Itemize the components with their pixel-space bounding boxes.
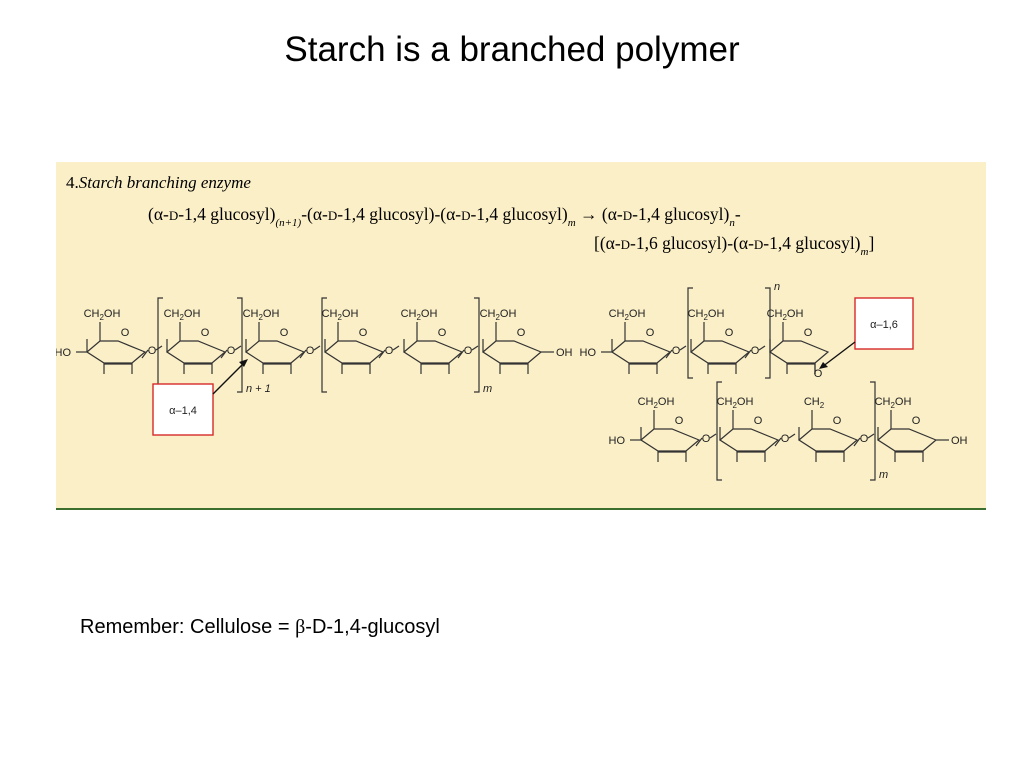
ring-oxygen-label: O — [201, 327, 210, 339]
link-oxygen-label: O — [148, 345, 157, 357]
figure-heading: 4.Starch branching enzyme — [66, 173, 251, 192]
ch2oh-label: CH2OH — [767, 308, 804, 322]
glycosidic-oxygen: O — [378, 345, 400, 359]
ch2-label: CH2 — [804, 396, 825, 410]
left-bracket-close-n1 — [237, 297, 243, 393]
slide-title: Starch is a branched polymer — [284, 30, 740, 69]
ch2oh-label: CH2OH — [609, 308, 646, 322]
lower-bracket-close-m — [870, 381, 876, 481]
branch-oxygen-label: O — [814, 368, 823, 380]
link-oxygen-label: O — [672, 345, 681, 357]
ch2oh-label: CH2OH — [480, 308, 517, 322]
ring-oxygen-label: O — [438, 327, 447, 339]
glycosidic-oxygen: O — [774, 433, 796, 447]
ch2oh-label: CH2OH — [243, 308, 280, 322]
ring-oxygen-label: O — [646, 327, 655, 339]
glycosidic-oxygen: O — [457, 345, 479, 359]
link-oxygen-label: O — [860, 433, 869, 445]
alpha-1-6-arrow — [821, 341, 856, 368]
oh-label: OH — [556, 347, 573, 359]
alpha-1-6-arrowhead-icon — [819, 362, 828, 369]
ch2oh-label: CH2OH — [84, 308, 121, 322]
alpha-1-6-label: α–1,6 — [870, 319, 898, 331]
glycosidic-oxygen: O — [665, 345, 687, 359]
right-bracket-close-n — [765, 287, 771, 379]
ring-oxygen-label: O — [517, 327, 526, 339]
alpha-1-4-arrowhead-icon — [239, 359, 248, 367]
link-oxygen-label: O — [751, 345, 760, 357]
subscript-n-plus-1: n + 1 — [246, 383, 271, 395]
link-oxygen-label: O — [781, 433, 790, 445]
footnote-prefix: Remember: Cellulose = — [80, 616, 296, 638]
ch2oh-label: CH2OH — [322, 308, 359, 322]
subscript-m-left: m — [483, 383, 492, 395]
glycosidic-oxygen: O — [299, 345, 321, 359]
ring-oxygen-label: O — [359, 327, 368, 339]
ch2oh-label: CH2OH — [717, 396, 754, 410]
ring-oxygen-label: O — [912, 415, 921, 427]
lower-bracket-open-m — [716, 381, 722, 481]
ch2oh-label: CH2OH — [164, 308, 201, 322]
ring-oxygen-label: O — [121, 327, 130, 339]
right-bracket-open-n — [687, 287, 693, 379]
glucose-chain-structures: OCH2OHHOOCH2OHOCH2OHOCH2OHOCH2OHOCH2OHOH… — [56, 281, 968, 481]
glycosidic-oxygen: O — [853, 433, 875, 447]
alpha-1-4-label: α–1,4 — [169, 405, 197, 417]
equation-line-1: (α-D-1,4 glucosyl)(n+1)-(α-D-1,4 glucosy… — [148, 204, 741, 229]
glycosidic-oxygen: O — [695, 433, 717, 447]
link-oxygen-label: O — [702, 433, 711, 445]
ring-oxygen-label: O — [754, 415, 763, 427]
ho-label: HO — [56, 347, 71, 359]
footnote-suffix: -D-1,4-glucosyl — [305, 616, 440, 638]
link-oxygen-label: O — [227, 345, 236, 357]
alpha-1-4-arrow — [212, 361, 246, 395]
glycosidic-oxygen: O — [220, 345, 242, 359]
glucose-ring: O CH2 — [797, 396, 859, 462]
link-oxygen-label: O — [464, 345, 473, 357]
alpha-1-4-callout-box — [152, 383, 214, 436]
equation-line-2: [(α-D-1,6 glucosyl)-(α-D-1,4 glucosyl)m] — [594, 233, 874, 258]
left-bracket-open — [157, 297, 163, 393]
ch2oh-label: CH2OH — [638, 396, 675, 410]
left-bracket-close-m — [474, 297, 480, 393]
ring-oxygen-label: O — [725, 327, 734, 339]
glycosidic-oxygen: O — [744, 345, 766, 359]
beta-symbol: β — [295, 616, 306, 638]
subscript-n: n — [774, 281, 780, 293]
ring-oxygen-label: O — [280, 327, 289, 339]
subscript-m-right: m — [879, 469, 888, 481]
glycosidic-oxygen: O — [141, 345, 163, 359]
left-bracket-open-m — [321, 297, 327, 393]
ring-oxygen-label: O — [833, 415, 842, 427]
ring-oxygen-label: O — [675, 415, 684, 427]
reaction-diagram: 4.Starch branching enzyme (α-D-1,4 gluco… — [56, 173, 968, 481]
ch2oh-label: CH2OH — [401, 308, 438, 322]
alpha-1-6-callout-box — [854, 297, 914, 350]
link-oxygen-label: O — [385, 345, 394, 357]
ho-label: HO — [609, 435, 626, 447]
figure-heading-text: Starch branching enzyme — [79, 173, 252, 192]
figure-panel: 4.Starch branching enzyme (α-D-1,4 gluco… — [56, 162, 986, 510]
ch2oh-label: CH2OH — [875, 396, 912, 410]
figure-heading-number: 4. — [66, 173, 79, 192]
link-oxygen-label: O — [306, 345, 315, 357]
footnote: Remember: Cellulose = β-D-1,4-glucosyl — [80, 616, 440, 639]
ho-label: HO — [580, 347, 597, 359]
ch2oh-label: CH2OH — [688, 308, 725, 322]
ring-oxygen-label: O — [804, 327, 813, 339]
oh-label: OH — [951, 435, 968, 447]
